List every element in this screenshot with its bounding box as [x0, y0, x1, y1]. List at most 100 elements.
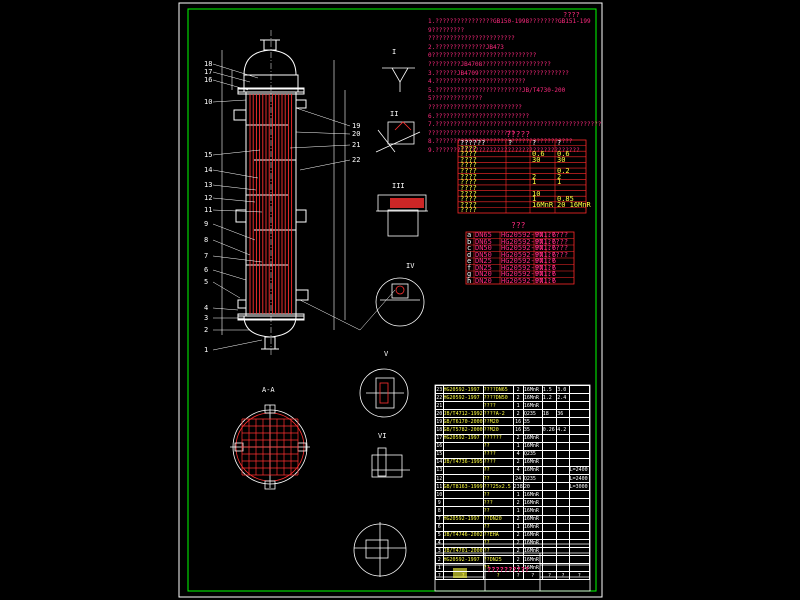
bom-cell: GB/T6170-2000	[442, 417, 484, 427]
note-line: 9.??????????????????????????????????????…	[428, 146, 580, 154]
bom-cell: 2	[512, 384, 524, 395]
nozzle-cell: HG20592-97	[501, 250, 544, 259]
bom-cell	[568, 498, 591, 508]
bom-cell: ????	[482, 401, 514, 411]
callout-left: 18	[204, 60, 213, 68]
bom-cell	[568, 401, 591, 411]
spec-cell: ????	[460, 178, 477, 187]
spec-cell: 16MnR	[532, 200, 554, 209]
bom-cell: 3.0	[556, 384, 570, 395]
bom-cell: 22	[435, 393, 444, 403]
nozzle-cell: PN1.6	[535, 250, 557, 259]
notes-title: ????	[563, 11, 580, 19]
bom-cell: 2	[512, 498, 524, 508]
callout-right: 21	[352, 141, 361, 149]
nozzle-cell: a	[467, 231, 472, 239]
bom-cell: Q235	[522, 449, 543, 459]
right-nozzle-upper	[295, 99, 307, 109]
spec-cell: ?	[532, 139, 537, 147]
right-nozzle-lower	[295, 289, 309, 301]
nozzle-cell: HG20592-97	[501, 237, 544, 246]
bom-cell: 16MnR	[522, 546, 543, 556]
bottom-nozzle	[264, 336, 276, 350]
bom-cell	[541, 474, 558, 484]
bom-cell	[541, 482, 558, 492]
bom-header-cell: ?	[435, 571, 444, 581]
callout-left: 15	[204, 151, 213, 159]
bom-cell: ??DN25	[482, 554, 514, 565]
support-lug-left	[235, 209, 247, 223]
bom-cell: 2	[512, 409, 524, 419]
bom-cell: 1	[512, 401, 524, 411]
bom-cell	[541, 506, 558, 516]
bom-cell: 16MnR	[522, 441, 543, 451]
spec-cell: 2	[557, 172, 562, 181]
bom-cell: 2	[512, 393, 524, 403]
spec-cell: 0.2	[557, 167, 570, 176]
spec-cell: 2	[532, 172, 537, 181]
bom-cell: 2	[512, 554, 524, 565]
spec-cell: 20 16MnR	[557, 200, 591, 209]
callout-left: 13	[204, 181, 213, 189]
detail-label: VI	[378, 432, 387, 440]
bom-cell	[568, 546, 591, 556]
bom-cell: ??	[482, 490, 514, 500]
spec-cell: 1	[557, 178, 562, 187]
bom-cell: 15	[435, 449, 444, 459]
bom-cell: 11	[435, 482, 444, 492]
bom-cell: 23	[435, 384, 444, 395]
bom-cell: 2	[512, 546, 524, 556]
bom-cell: ??DN20	[482, 514, 514, 524]
bom-cell: JB/T4746-2002	[442, 530, 484, 540]
nozzle-cell: f	[467, 263, 472, 272]
callout-left: 11	[204, 206, 213, 214]
bom-cell: 18	[435, 425, 444, 435]
bom-cell	[442, 498, 484, 508]
inner-border	[187, 8, 597, 592]
note-line: ?????????JB4708???????????????????	[428, 60, 551, 68]
nozzle-cell: DN50	[475, 244, 492, 252]
callout-left: 16	[204, 76, 213, 84]
bom-cell: 16	[435, 441, 444, 451]
nozzle-cell: DN20	[475, 276, 492, 285]
bom-cell	[568, 522, 591, 532]
bom-cell	[556, 538, 570, 548]
nozzle-cell: DN65	[475, 231, 492, 239]
bom-header-cell: ?	[442, 571, 484, 581]
callout-left: 8	[204, 236, 209, 244]
nozzle-cell: HG20592-97	[501, 257, 544, 265]
spec-cell: 0.6	[557, 150, 570, 159]
bom-cell: 16MnR	[522, 433, 543, 443]
bom-cell: 36	[556, 409, 570, 419]
bom-cell: 1.5	[541, 384, 558, 395]
bom-cell: HG20592-1997	[442, 433, 484, 443]
note-line: 8.??????????????????????????????????????	[428, 138, 573, 146]
bom-cell: 19	[435, 417, 444, 427]
callout-left: 3	[204, 314, 209, 322]
callout-left: 9	[204, 220, 209, 228]
leader-lines	[212, 63, 396, 351]
callout-left: 14	[204, 166, 213, 174]
detail-views	[230, 67, 428, 577]
detail-v	[359, 368, 409, 418]
bom-cell	[556, 506, 570, 516]
note-line: 5.????????????????????????JB/T4730-2005?…	[428, 86, 566, 103]
nozzle-cell: HG20592-97	[501, 276, 544, 285]
nozzle-cell: ??	[547, 270, 556, 278]
spec-cell: 1	[532, 178, 537, 187]
bom-cell	[556, 449, 570, 459]
spec-cell: 0.85	[557, 195, 574, 204]
bom-cell: 6	[435, 522, 444, 532]
bom-cell	[541, 538, 558, 548]
bom-cell: 16MnR	[522, 384, 543, 395]
nozzle-cell: PN1.6	[535, 257, 557, 265]
bom-cell	[556, 401, 570, 411]
